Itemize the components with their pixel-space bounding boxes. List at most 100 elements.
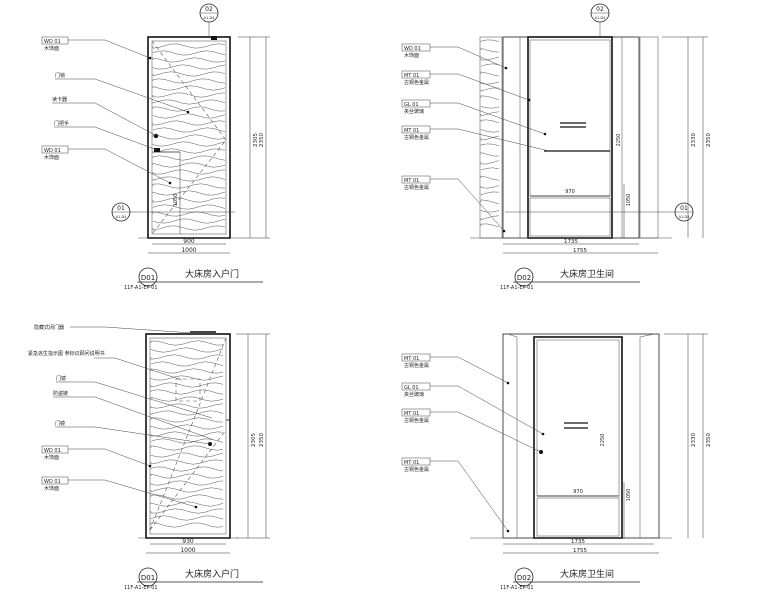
dim-outer-width: 1735	[564, 239, 578, 245]
label-desc: 紧急逃生指示图 参标识顾问说明书	[28, 350, 105, 357]
dim-inner-width: 930	[182, 538, 194, 545]
elevation-d02-bottom: 1735 1755 970 2330 2350 1050 2250 MT 01 …	[401, 333, 712, 591]
label-desc: 防盗链	[53, 390, 68, 397]
label-desc: 古铜色金属	[404, 466, 429, 473]
label-tag: GL 01	[404, 102, 419, 108]
label-tag: WD 01	[44, 479, 61, 485]
concealed-door-closer	[190, 331, 216, 335]
section-marker-top: 02 A1-D4	[199, 3, 219, 37]
dim-height-b: 2350	[706, 433, 712, 447]
svg-text:11F-A1-EP-01: 11F-A1-EP-01	[124, 585, 158, 591]
svg-text:D01: D01	[141, 574, 155, 582]
elevation-d01-top: 900 1000 2305 2350 1050 02 A1-D4 01 A1-D…	[41, 3, 270, 291]
door-swing-lines	[151, 40, 227, 235]
svg-text:02: 02	[205, 6, 213, 13]
dim-handle-height: 1050	[173, 194, 179, 207]
label-desc: 古铜色金属	[404, 79, 429, 86]
svg-text:D02: D02	[517, 574, 531, 582]
dim-glass-height: 2250	[600, 434, 606, 447]
dim-inner-width: 970	[573, 489, 583, 495]
callout-labels: MT 01 古铜色金属 GL 01 夹丝玻璃 MT 01 古铜色金属 MT 01…	[401, 353, 545, 533]
section-marker-top: 02 A1-D4	[590, 3, 610, 37]
label-desc: 隐藏式闭门器	[34, 324, 64, 331]
svg-text:01: 01	[117, 205, 125, 212]
svg-text:01: 01	[680, 205, 688, 212]
label-tag: MT 01	[404, 411, 419, 417]
door-leaf	[147, 36, 231, 239]
dim-inner-width: 970	[565, 189, 575, 195]
elevation-title: D02 大床房卫生间 11F-A1-EP-01	[500, 567, 640, 591]
dim-outer-width: 1000	[181, 247, 196, 254]
door-leaf	[145, 333, 231, 539]
label-desc: 门镜	[56, 375, 66, 382]
label-tag: WD 01	[44, 39, 61, 45]
svg-text:D01: D01	[141, 274, 155, 282]
label-tag: MT 01	[404, 128, 419, 134]
svg-text:D02: D02	[517, 274, 531, 282]
elevation-title-text: 大床房入户门	[185, 268, 239, 280]
wire-glass-panel	[529, 39, 611, 197]
wood-grain-pattern	[152, 43, 226, 231]
label-desc: 门镜	[55, 420, 65, 427]
callout-labels: WD 01 木饰面 MT 01 古铜色金属 GL 01 夹丝玻璃 MT 01 古…	[401, 43, 550, 233]
dim-height-a: 2305	[251, 433, 257, 447]
dim-outer-width: 1735	[571, 539, 585, 545]
elevation-d01-bottom: 930 1000 2305 2350 隐藏式闭门器 紧急逃生指示图 参标识顾问说…	[28, 324, 270, 591]
elevation-title: D01 大床房入户门 11F-A1-EP-01	[124, 567, 263, 591]
glass-door-leaf	[533, 336, 623, 539]
dim-handle-height: 1050	[626, 194, 632, 207]
label-tag: WD 01	[44, 448, 61, 454]
dim-height-b: 2350	[259, 433, 265, 447]
label-desc: 夹丝玻璃	[404, 391, 424, 398]
dim-outer-width-b: 1755	[573, 248, 587, 254]
svg-text:11F-A1-EP-01: 11F-A1-EP-01	[500, 285, 534, 291]
label-tag: MT 01	[404, 356, 419, 362]
elevation-d02-top: 1735 1755 970 2330 2350 1050 2250 02 A1-…	[401, 3, 712, 291]
svg-text:11F-A1-EP-01: 11F-A1-EP-01	[500, 585, 534, 591]
label-desc: 门把手	[54, 120, 69, 127]
label-tag: MT 01	[404, 73, 419, 79]
elevation-title-text: 大床房卫生间	[560, 268, 614, 280]
label-desc: 门锁	[55, 72, 65, 79]
svg-text:A1-D4: A1-D4	[116, 215, 128, 219]
glass-door-leaf	[527, 36, 613, 239]
exit-sign-plate	[175, 378, 201, 402]
door-panel-inner	[151, 40, 227, 235]
label-tag: MT 01	[404, 460, 419, 466]
svg-text:A1-D4: A1-D4	[204, 16, 216, 20]
label-desc: 读卡器	[52, 96, 67, 103]
dim-height-b: 2350	[259, 133, 265, 147]
dim-outer-width: 1000	[180, 547, 195, 554]
dim-height-a: 2330	[691, 133, 697, 147]
label-desc: 木饰面	[404, 52, 419, 59]
section-marker-side: 01 A1-D4	[111, 202, 235, 222]
elevation-title-text: 大床房卫生间	[560, 568, 614, 580]
label-desc: 古铜色金属	[404, 134, 429, 141]
dim-handle-height: 1050	[626, 489, 632, 502]
wood-grain-pattern	[150, 340, 224, 528]
label-desc: 古铜色金属	[404, 362, 429, 369]
callout-labels: WD 01 木饰面 门锁 读卡器 门把手 WD 01 木饰面	[41, 36, 190, 185]
label-desc: 木饰面	[44, 485, 59, 492]
label-tag: GL 01	[404, 385, 419, 391]
label-desc: 木饰面	[44, 45, 59, 52]
label-desc: 木饰面	[44, 454, 59, 461]
label-tag: WD 01	[404, 46, 421, 52]
callout-labels: 隐藏式闭门器 紧急逃生指示图 参标识顾问说明书 门镜 防盗链 门镜 WD 01 …	[28, 324, 215, 509]
wall-wood-grain	[480, 39, 500, 228]
door-frame	[502, 333, 660, 539]
svg-text:A1-D4: A1-D4	[595, 16, 607, 20]
dim-glass-height: 2250	[616, 134, 622, 147]
dim-outer-width-b: 1755	[573, 548, 587, 554]
label-desc: 古铜色金属	[404, 417, 429, 424]
dim-height-a: 2330	[691, 433, 697, 447]
elevation-title: D01 大床房入户门 11F-A1-EP-01	[124, 267, 263, 291]
wire-glass-panel	[536, 339, 620, 497]
dim-inner-width: 900	[183, 238, 195, 245]
label-desc: 木饰面	[44, 154, 59, 161]
dim-height-b: 2350	[706, 133, 712, 147]
label-tag: MT 01	[404, 178, 419, 184]
label-desc: 古铜色金属	[404, 184, 429, 191]
